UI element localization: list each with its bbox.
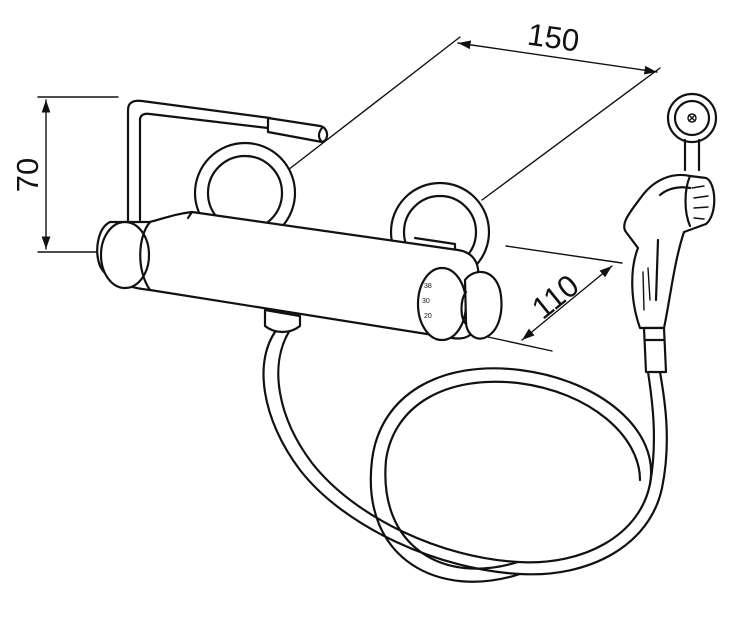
upper-outlet-pipe bbox=[126, 99, 329, 227]
thermostat-knob: 38 30 20 bbox=[416, 266, 503, 342]
scale-mark-38: 38 bbox=[424, 283, 432, 290]
extension-line-front bbox=[487, 336, 553, 352]
dimension-arrow-width bbox=[457, 40, 658, 75]
hand-shower-holder bbox=[666, 92, 718, 172]
scale-mark-30: 30 bbox=[422, 298, 430, 305]
shower-hose bbox=[262, 326, 668, 583]
dimension-label-height: 70 bbox=[10, 158, 45, 192]
dimension-label-width: 150 bbox=[525, 17, 581, 59]
extension-line-right bbox=[481, 67, 661, 201]
hand-shower bbox=[623, 173, 716, 374]
extension-line-left bbox=[287, 36, 461, 171]
dimension-label-depth: 110 bbox=[525, 268, 585, 326]
dimension-arrow-depth bbox=[521, 265, 613, 341]
dimension-height: 70 bbox=[10, 96, 119, 253]
extension-line-back bbox=[505, 245, 623, 264]
screw-icon bbox=[687, 113, 697, 123]
scale-mark-20: 20 bbox=[424, 313, 432, 320]
temperature-scale: 38 30 20 bbox=[422, 283, 432, 320]
dimension-width: 150 bbox=[287, 17, 661, 201]
dimension-depth: 110 bbox=[487, 245, 623, 352]
